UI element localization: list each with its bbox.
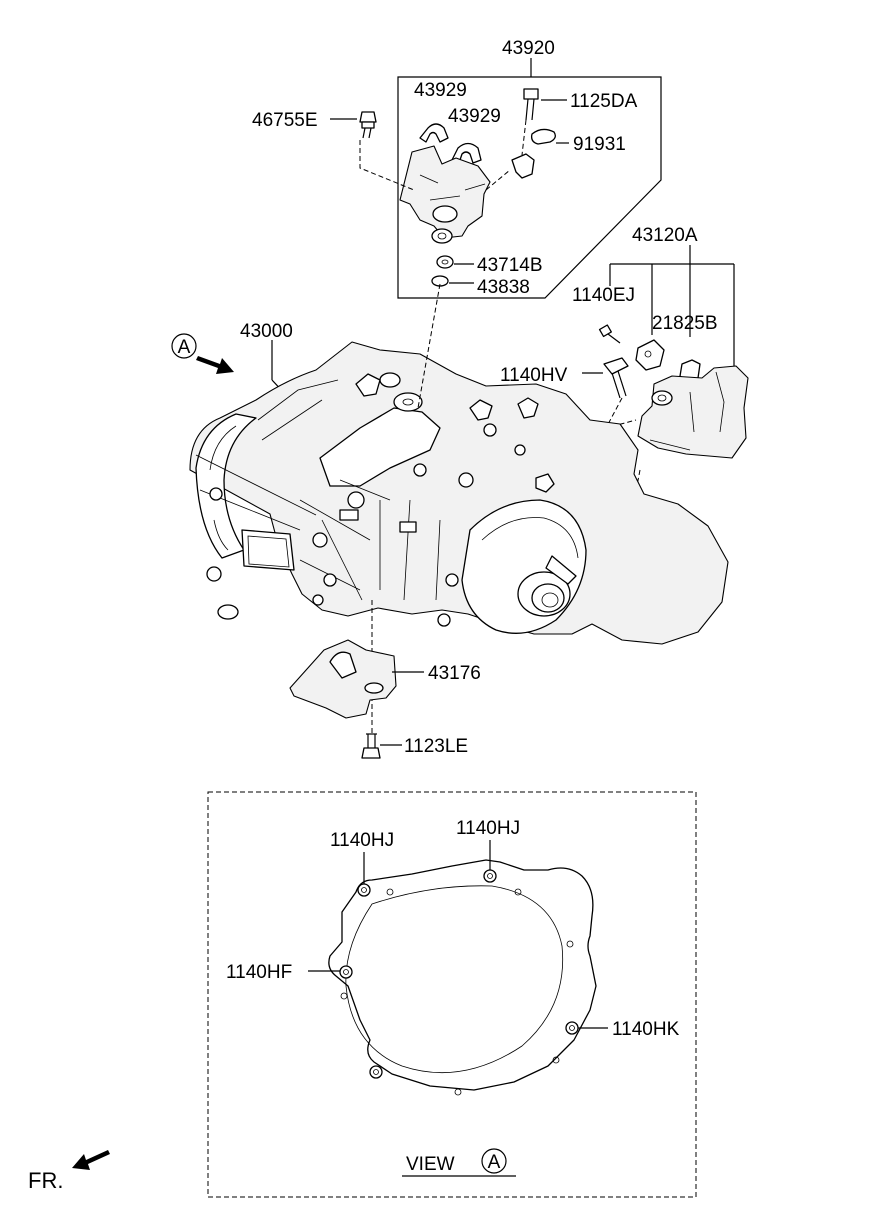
view-a-detail-frame [207,791,697,1198]
view-a-detail: VIEW A [207,791,697,1198]
part-label-43929-a: 43929 [414,80,467,101]
part-label-21825B: 21825B [652,313,718,334]
lower-mount-group [289,600,424,759]
shift-lever-assembly-group [330,58,662,299]
transmission-housing-group [189,283,729,645]
part-label-1140HF: 1140HF [226,962,292,983]
front-indicator-text: FR. [28,1168,63,1193]
part-label-1125DA: 1125DA [570,91,638,112]
part-label-43929-b: 43929 [448,106,501,127]
transmission-mount-bracket [637,365,749,459]
part-label-1140HV: 1140HV [500,365,568,386]
bolt-1123LE [361,733,381,759]
bushing-43714B [436,255,454,269]
shift-lever-bracket [399,145,491,239]
part-label-43120A: 43120A [632,225,698,246]
part-label-46755E: 46755E [252,110,318,131]
part-label-1140HJ-right: 1140HJ [456,818,520,839]
part-label-43176: 43176 [428,663,481,684]
part-number-labels: 43920 43929 43929 1125DA 46755E 91931 43… [226,38,718,1040]
bolt-1125DA [523,88,539,121]
bolt-1140EJ [598,324,621,344]
part-label-1140HJ-left: 1140HJ [330,830,394,851]
part-label-1140HK: 1140HK [612,1019,680,1040]
bolt-1140HV [603,357,629,399]
view-a-marker-letter: A [178,337,191,358]
part-label-91931: 91931 [573,134,626,155]
transmission-bellhousing [189,341,729,645]
part-label-43838: 43838 [477,277,530,298]
front-indicator: FR. [28,1150,110,1193]
view-a-marker: A [171,333,234,374]
retainer-clip-43929-b [451,142,482,164]
mount-bracket-43176 [289,639,397,719]
view-caption-text: VIEW [406,1154,455,1175]
bolt-46755E [359,111,377,139]
assembly-43920-outline [397,76,662,299]
part-label-1140EJ: 1140EJ [572,285,635,306]
view-caption-letter: A [488,1152,501,1173]
part-label-43714B: 43714B [477,255,543,276]
front-direction-arrow-icon [72,1150,110,1170]
retainer-clip-43929-a [419,123,449,143]
plate-21825B [635,339,665,371]
part-label-43000: 43000 [240,321,293,342]
mount-bracket-group [547,245,749,523]
spring-clip-91931 [530,128,556,145]
view-direction-arrow-icon [196,356,234,374]
part-label-43920: 43920 [502,38,555,59]
bellhousing-gasket-outline [328,859,597,1091]
part-label-1123LE: 1123LE [404,736,468,757]
selector-cover [319,407,441,487]
